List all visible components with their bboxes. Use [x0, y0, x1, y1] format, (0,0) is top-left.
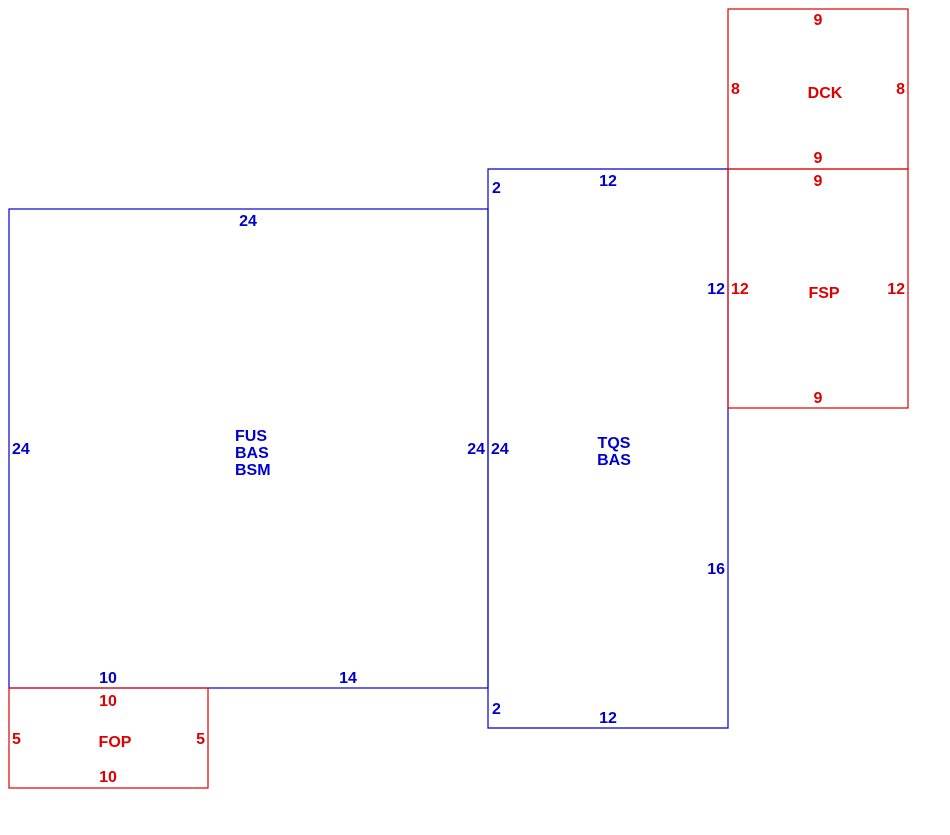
tqs-left-dimension: 24 — [491, 441, 509, 458]
deck-right-dimension: 8 — [896, 81, 905, 98]
tqs-area-labels: 12 2 24 2 12 16 12 TQS BAS — [491, 173, 725, 727]
tqs-left-bottom-dimension: 2 — [492, 701, 501, 718]
screened-porch-area-labels: 9 12 12 9 FSP — [731, 173, 905, 407]
tqs-top-dimension: 12 — [599, 173, 617, 190]
tqs-area-code: BAS — [597, 452, 631, 469]
screened-porch-area-outline — [727, 168, 909, 409]
fsp-left-dimension: 12 — [731, 281, 749, 298]
tqs-area-outline — [487, 168, 729, 729]
main-area-code: FUS — [235, 428, 267, 445]
fop-right-dimension: 5 — [196, 731, 205, 748]
fsp-area-code: FSP — [808, 285, 839, 302]
open-porch-area-labels: 10 5 5 10 FOP — [12, 693, 205, 786]
deck-bottom-dimension: 9 — [814, 150, 823, 167]
tqs-right-dimension-a: 12 — [707, 281, 725, 298]
open-porch-area-outline — [8, 687, 209, 789]
tqs-area-code: TQS — [598, 435, 631, 452]
main-bottom-dimension-b: 14 — [339, 670, 357, 687]
deck-left-dimension: 8 — [731, 81, 740, 98]
tqs-right-dimension-b: 16 — [707, 561, 725, 578]
fsp-right-dimension: 12 — [887, 281, 905, 298]
main-top-dimension: 24 — [239, 213, 257, 230]
deck-top-dimension: 9 — [814, 12, 823, 29]
main-area-code: BAS — [235, 445, 269, 462]
fop-top-dimension: 10 — [99, 693, 117, 710]
fsp-top-dimension: 9 — [814, 173, 823, 190]
tqs-bottom-dimension: 12 — [599, 710, 617, 727]
main-right-dimension: 24 — [467, 441, 485, 458]
main-left-dimension: 24 — [12, 441, 30, 458]
fop-area-code: FOP — [99, 734, 132, 751]
deck-area-code: DCK — [808, 85, 843, 102]
deck-area-labels: 9 8 8 9 DCK — [731, 12, 905, 167]
main-area-code: BSM — [235, 462, 271, 479]
main-bottom-dimension-a: 10 — [99, 670, 117, 687]
fop-left-dimension: 5 — [12, 731, 21, 748]
fsp-bottom-dimension: 9 — [814, 390, 823, 407]
main-area-labels: 24 24 24 10 14 FUS BAS BSM — [12, 213, 485, 687]
tqs-left-top-dimension: 2 — [492, 180, 501, 197]
fop-bottom-dimension: 10 — [99, 769, 117, 786]
